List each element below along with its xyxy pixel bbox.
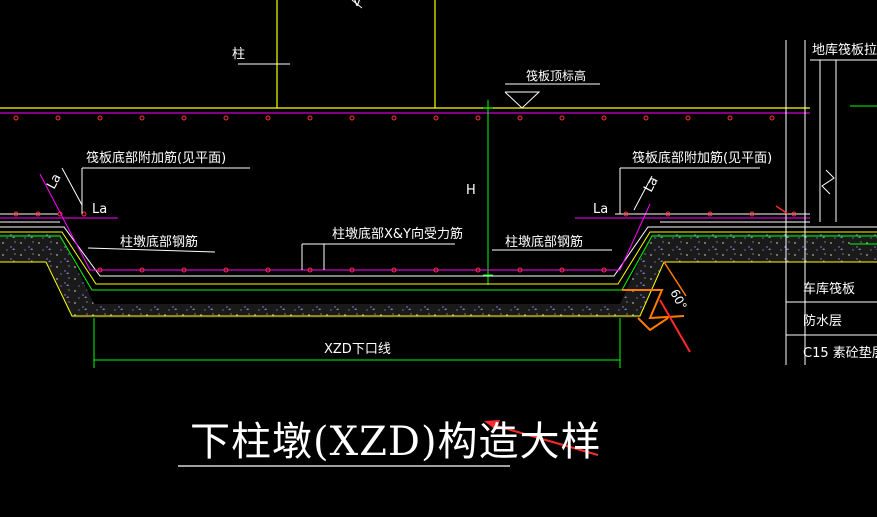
- la-label-1: La: [44, 171, 64, 191]
- waterproof-label: 防水层: [803, 313, 842, 329]
- xzd-line-label: XZD下口线: [324, 342, 391, 357]
- la-label-3: La: [593, 202, 608, 217]
- height-label: H: [466, 183, 476, 198]
- raft-bottom-extra-left-label: 筏板底部附加筋(见平面): [86, 150, 226, 166]
- pier-bottom-rebar-dots: [97, 267, 607, 273]
- markup-annotations: [484, 205, 789, 456]
- pier-bottom-right-label: 柱墩底部钢筋: [505, 234, 583, 250]
- pier-bottom-xy-label: 柱墩底部X&Y向受力筋: [332, 226, 463, 242]
- raft-top-label: 筏板顶标高: [526, 68, 586, 83]
- left-slab-edge: [0, 226, 877, 318]
- xzd-dimension: [93, 318, 621, 368]
- right-legend-box: [785, 40, 877, 365]
- c15-label: C15 素砼垫层: [803, 345, 877, 361]
- pier-bottom-rebar: [39, 173, 651, 271]
- left-raft-bottom: [0, 213, 118, 223]
- angle-label: 60°: [667, 287, 689, 312]
- right-raft-bottom: [575, 213, 810, 223]
- leader-lines: [81, 167, 760, 270]
- top-v-label: V: [353, 0, 362, 9]
- column-label: 柱: [232, 47, 245, 62]
- right-bottom-rebar-dots: [623, 211, 797, 217]
- raft-top-elevation-marker: [504, 83, 600, 109]
- garage-top-right-label: 地库筏板拉通: [812, 42, 877, 58]
- la-label-2: La: [92, 202, 107, 217]
- column-outline: [238, 0, 436, 108]
- height-dimension: [483, 100, 493, 285]
- la-angle-marks: [61, 167, 653, 211]
- raft-bottom-extra-right-label: 筏板底部附加筋(见平面): [632, 150, 772, 166]
- top-rebar-row: [13, 115, 775, 121]
- drawing-title: 下柱墩(XZD)构造大样: [190, 419, 602, 465]
- raft-top-line: [0, 107, 810, 114]
- pier-bottom-left-label: 柱墩底部钢筋: [120, 234, 198, 250]
- la-label-4: La: [641, 174, 661, 194]
- garage-raft-label: 车库筏板: [803, 281, 855, 297]
